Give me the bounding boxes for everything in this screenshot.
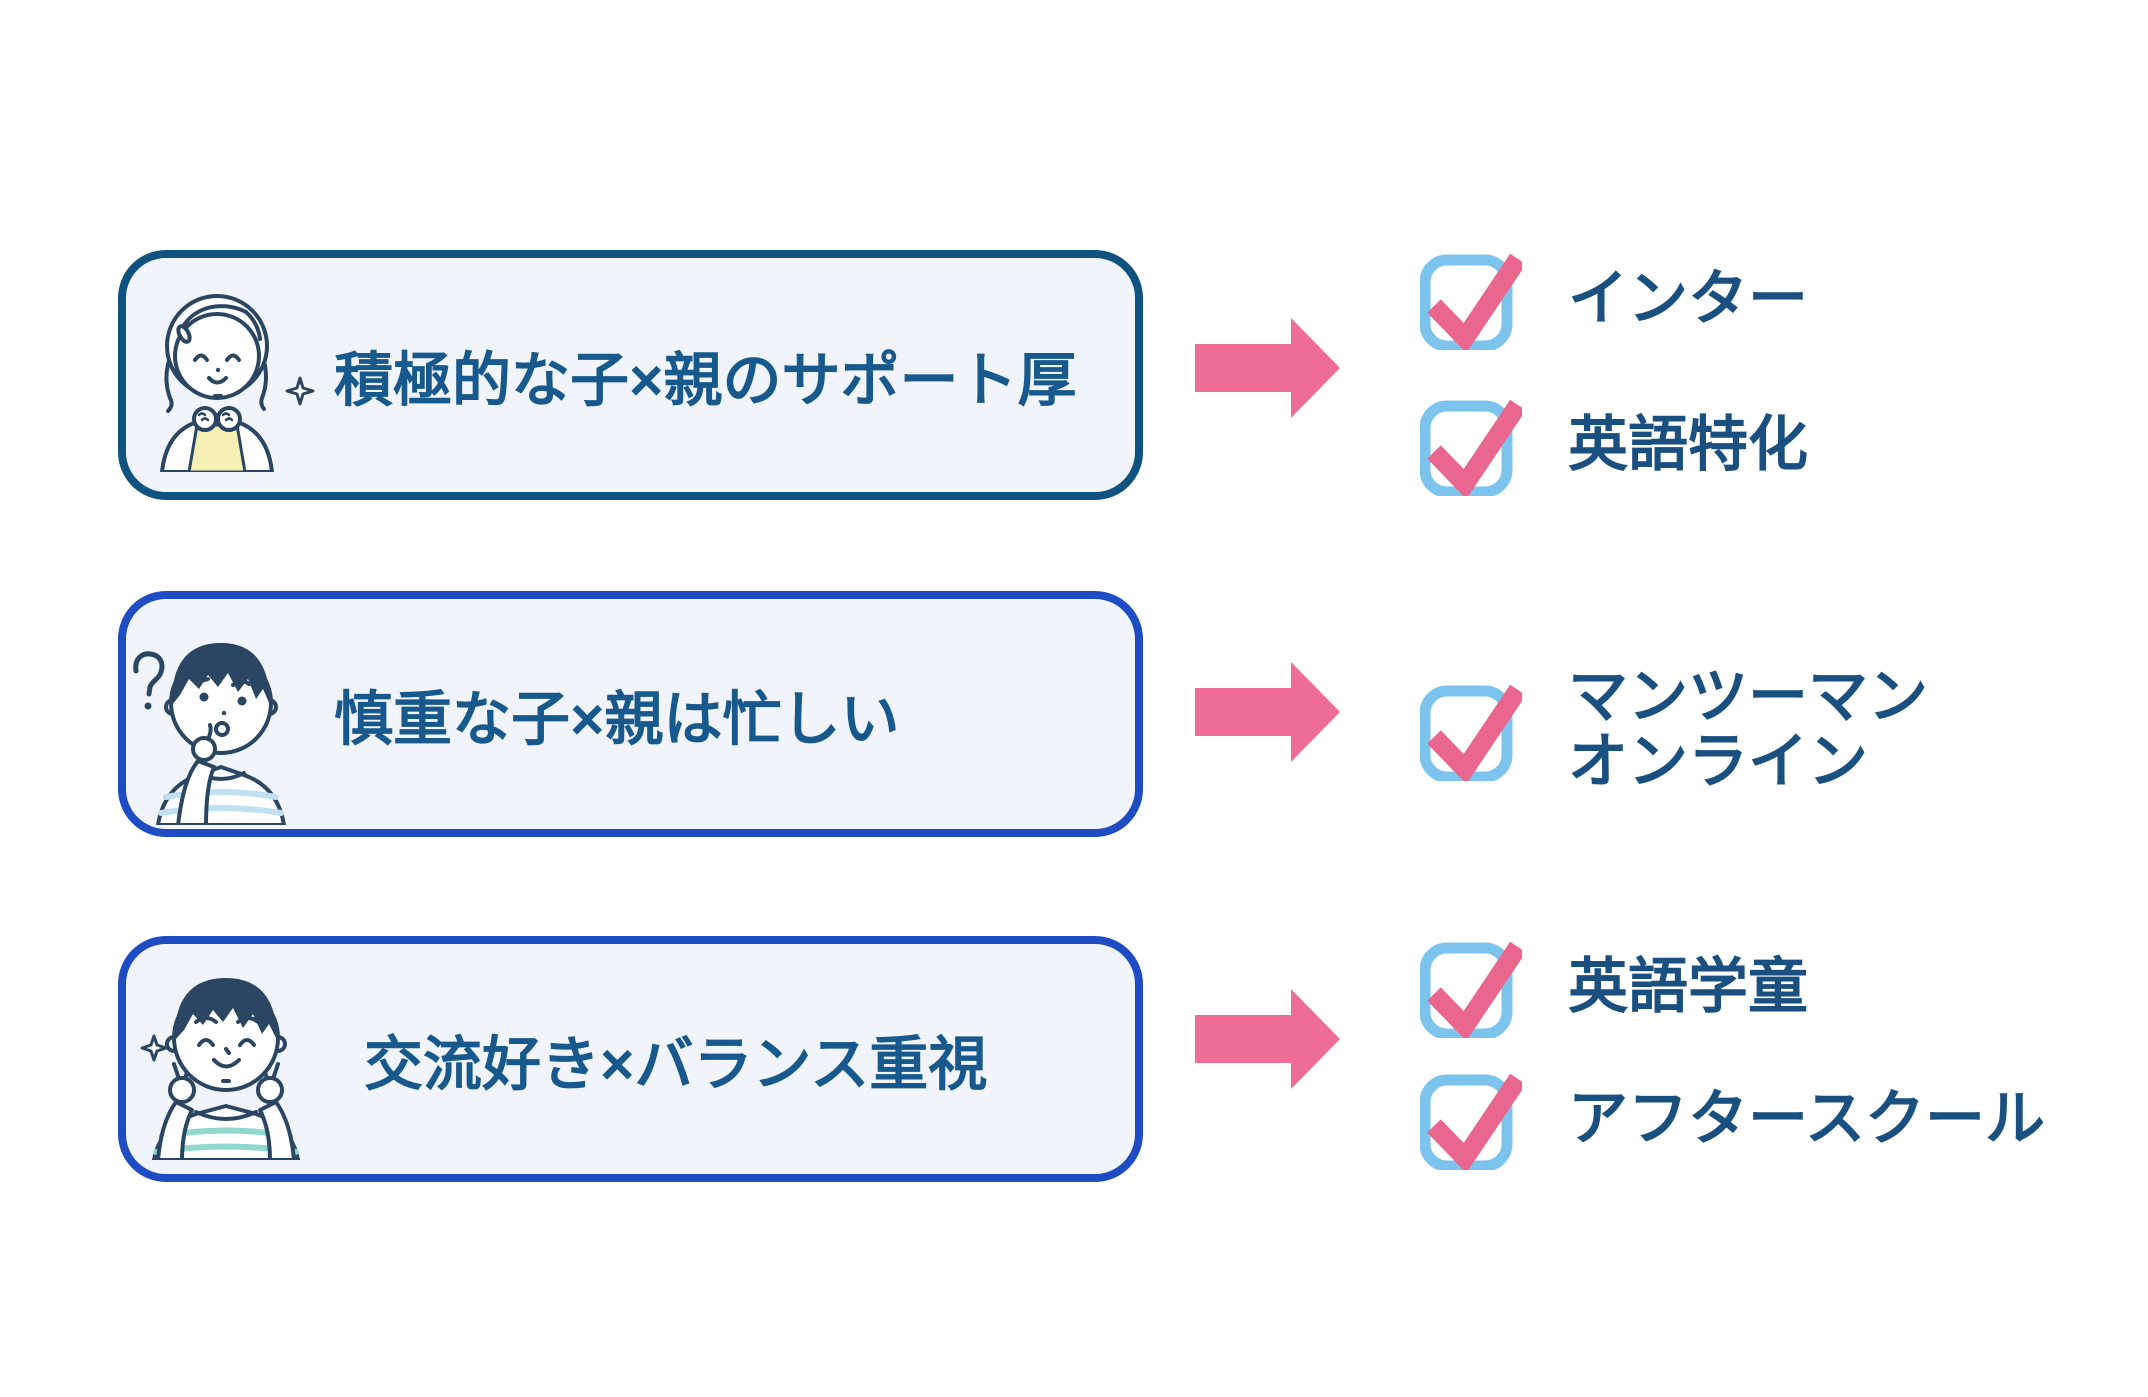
arrow-right-icon [1195,318,1340,418]
option-item: インター [1420,248,1808,350]
option-item: マンツーマン オンライン [1420,663,1928,795]
option-label: アフタースクール [1568,1084,2045,1152]
option-label-line: インター [1568,264,1808,332]
option-item: 英語学童 [1420,936,1808,1038]
option-label-line: マンツーマン [1568,663,1928,730]
persona-box-1: 積極的な子×親のサポート厚 [118,250,1143,500]
option-label-line: 英語特化 [1568,410,1808,478]
checked-checkbox-icon [1420,253,1522,350]
checked-checkbox-icon [1420,684,1522,781]
persona-text-2: 慎重な子×親は忙しい [334,686,900,753]
boy-thinking-illustration [133,643,286,825]
option-item: 英語特化 [1420,394,1808,496]
option-label: マンツーマン オンライン [1568,663,1928,795]
arrow-right-icon [1195,989,1340,1089]
option-label-line: オンライン [1568,727,1868,795]
checked-checkbox-icon [1420,941,1522,1038]
persona-text-1: 積極的な子×親のサポート厚 [334,347,1077,414]
checked-checkbox-icon [1420,1073,1522,1170]
persona-box-2: 慎重な子×親は忙しい [118,591,1143,837]
boy-peace-sign-illustration [140,978,300,1160]
option-label: 英語特化 [1568,410,1808,478]
option-label-line: 英語学童 [1568,952,1808,1020]
girl-excited-illustration [160,294,315,472]
checked-checkbox-icon [1420,399,1522,496]
arrow-right-icon [1195,662,1340,762]
persona-text-3: 交流好き×バランス重視 [364,1031,988,1098]
option-label-line: アフタースクール [1568,1084,2045,1152]
option-label: 英語学童 [1568,952,1808,1020]
option-label: インター [1568,264,1808,332]
option-item: アフタースクール [1420,1068,2045,1170]
